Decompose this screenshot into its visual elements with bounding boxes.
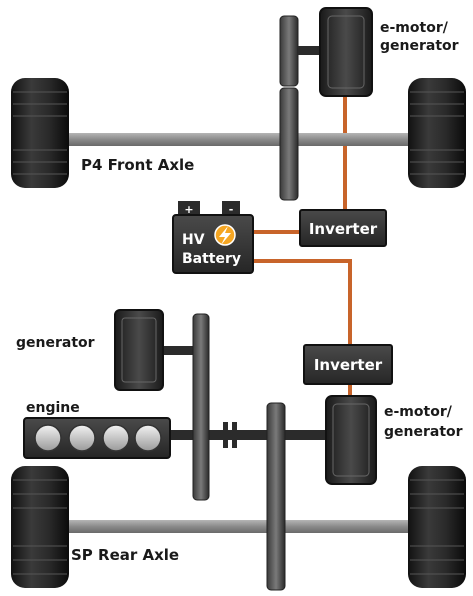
front-motor-shaft	[298, 46, 322, 55]
rear-inverter-label: Inverter	[314, 356, 383, 374]
front-left-tire	[11, 78, 69, 188]
battery-label: HV Battery	[182, 232, 241, 267]
clutch-plate-left	[223, 422, 228, 448]
battery-plus-symbol: +	[184, 203, 193, 216]
engine-label: engine	[26, 400, 80, 416]
battery-minus-symbol: -	[229, 203, 234, 216]
hv-cables	[252, 96, 352, 396]
engine-cylinder-2	[68, 424, 96, 452]
front-right-tire	[408, 78, 466, 188]
front-inverter-label: Inverter	[309, 220, 378, 238]
rear-axle-assembly	[11, 466, 466, 588]
generator-label: generator	[16, 335, 95, 351]
rear-driveline-shaft	[170, 430, 328, 440]
front-axle-shaft	[55, 133, 417, 146]
front-axle-assembly	[11, 7, 466, 201]
clutch-plate-right	[232, 422, 237, 448]
front-e-motor	[319, 7, 373, 97]
engine	[23, 417, 171, 459]
cable-battery-to-rear-inverter	[252, 259, 352, 345]
generator	[114, 309, 164, 391]
rear-axle-label: SP Rear Axle	[71, 546, 179, 564]
rear-powertrain	[23, 309, 377, 591]
rear-inverter: Inverter	[303, 344, 393, 385]
rear-motor-label: e-motor/ generator	[384, 404, 463, 440]
rear-axle-shaft	[55, 520, 417, 533]
battery-plus-terminal	[178, 201, 200, 217]
battery-minus-terminal	[222, 201, 240, 217]
front-inverter: Inverter	[299, 209, 387, 247]
engine-cylinder-3	[102, 424, 130, 452]
rear-left-tire	[11, 466, 69, 588]
hv-battery: + - HV Battery	[172, 201, 254, 274]
rear-axle-gear-disc	[266, 402, 286, 591]
front-motor-label: e-motor/ generator	[380, 20, 459, 54]
engine-cylinder-1	[34, 424, 62, 452]
generator-shaft	[160, 346, 196, 355]
generator-gear-disc	[192, 313, 210, 501]
front-gear-disc-upper	[279, 15, 299, 87]
rear-e-motor	[325, 395, 377, 485]
front-gear-disc-lower	[279, 87, 299, 201]
engine-cylinder-4	[134, 424, 162, 452]
rear-right-tire	[408, 466, 466, 588]
front-axle-label: P4 Front Axle	[81, 156, 194, 174]
